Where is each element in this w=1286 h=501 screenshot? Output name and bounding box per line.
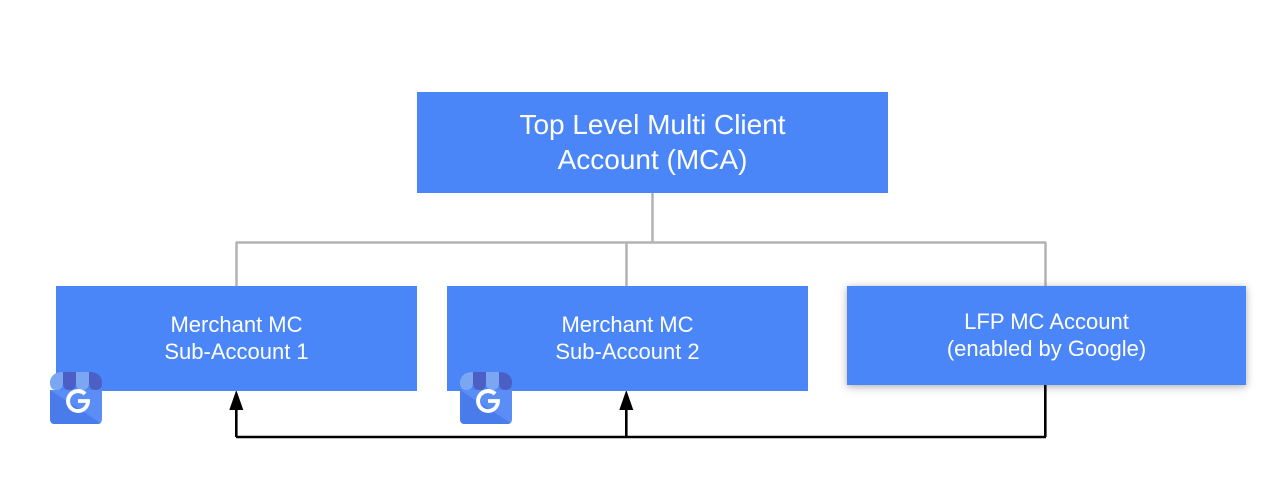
google-business-profile-icon — [50, 372, 102, 424]
hierarchy-connector-group — [235, 193, 1047, 287]
google-business-profile-icon — [460, 372, 512, 424]
node-top-level-mca-label: Top Level Multi Client Account (MCA) — [519, 109, 786, 175]
node-top-level-mca[interactable]: Top Level Multi Client Account (MCA) — [417, 92, 888, 193]
storefront-awning — [50, 372, 102, 390]
storefront-awning — [460, 372, 512, 390]
google-g-glyph — [476, 389, 500, 413]
arrowhead-merchant1 — [229, 390, 244, 410]
feed-arrowheads — [229, 390, 634, 410]
arrowhead-merchant2 — [619, 390, 634, 410]
feed-connector-group — [235, 385, 1047, 439]
node-merchant-sub-account-1-label: Merchant MC Sub-Account 1 — [164, 311, 309, 364]
google-g-glyph — [66, 389, 90, 413]
node-lfp-mc-account[interactable]: LFP MC Account (enabled by Google) — [847, 286, 1246, 385]
storefront-body-shade — [460, 390, 512, 424]
node-lfp-mc-account-label: LFP MC Account (enabled by Google) — [946, 308, 1147, 361]
storefront-body-shade — [50, 390, 102, 424]
node-merchant-sub-account-2-label: Merchant MC Sub-Account 2 — [555, 311, 700, 364]
node-merchant-sub-account-2[interactable]: Merchant MC Sub-Account 2 — [447, 286, 808, 391]
node-merchant-sub-account-1[interactable]: Merchant MC Sub-Account 1 — [56, 286, 417, 391]
